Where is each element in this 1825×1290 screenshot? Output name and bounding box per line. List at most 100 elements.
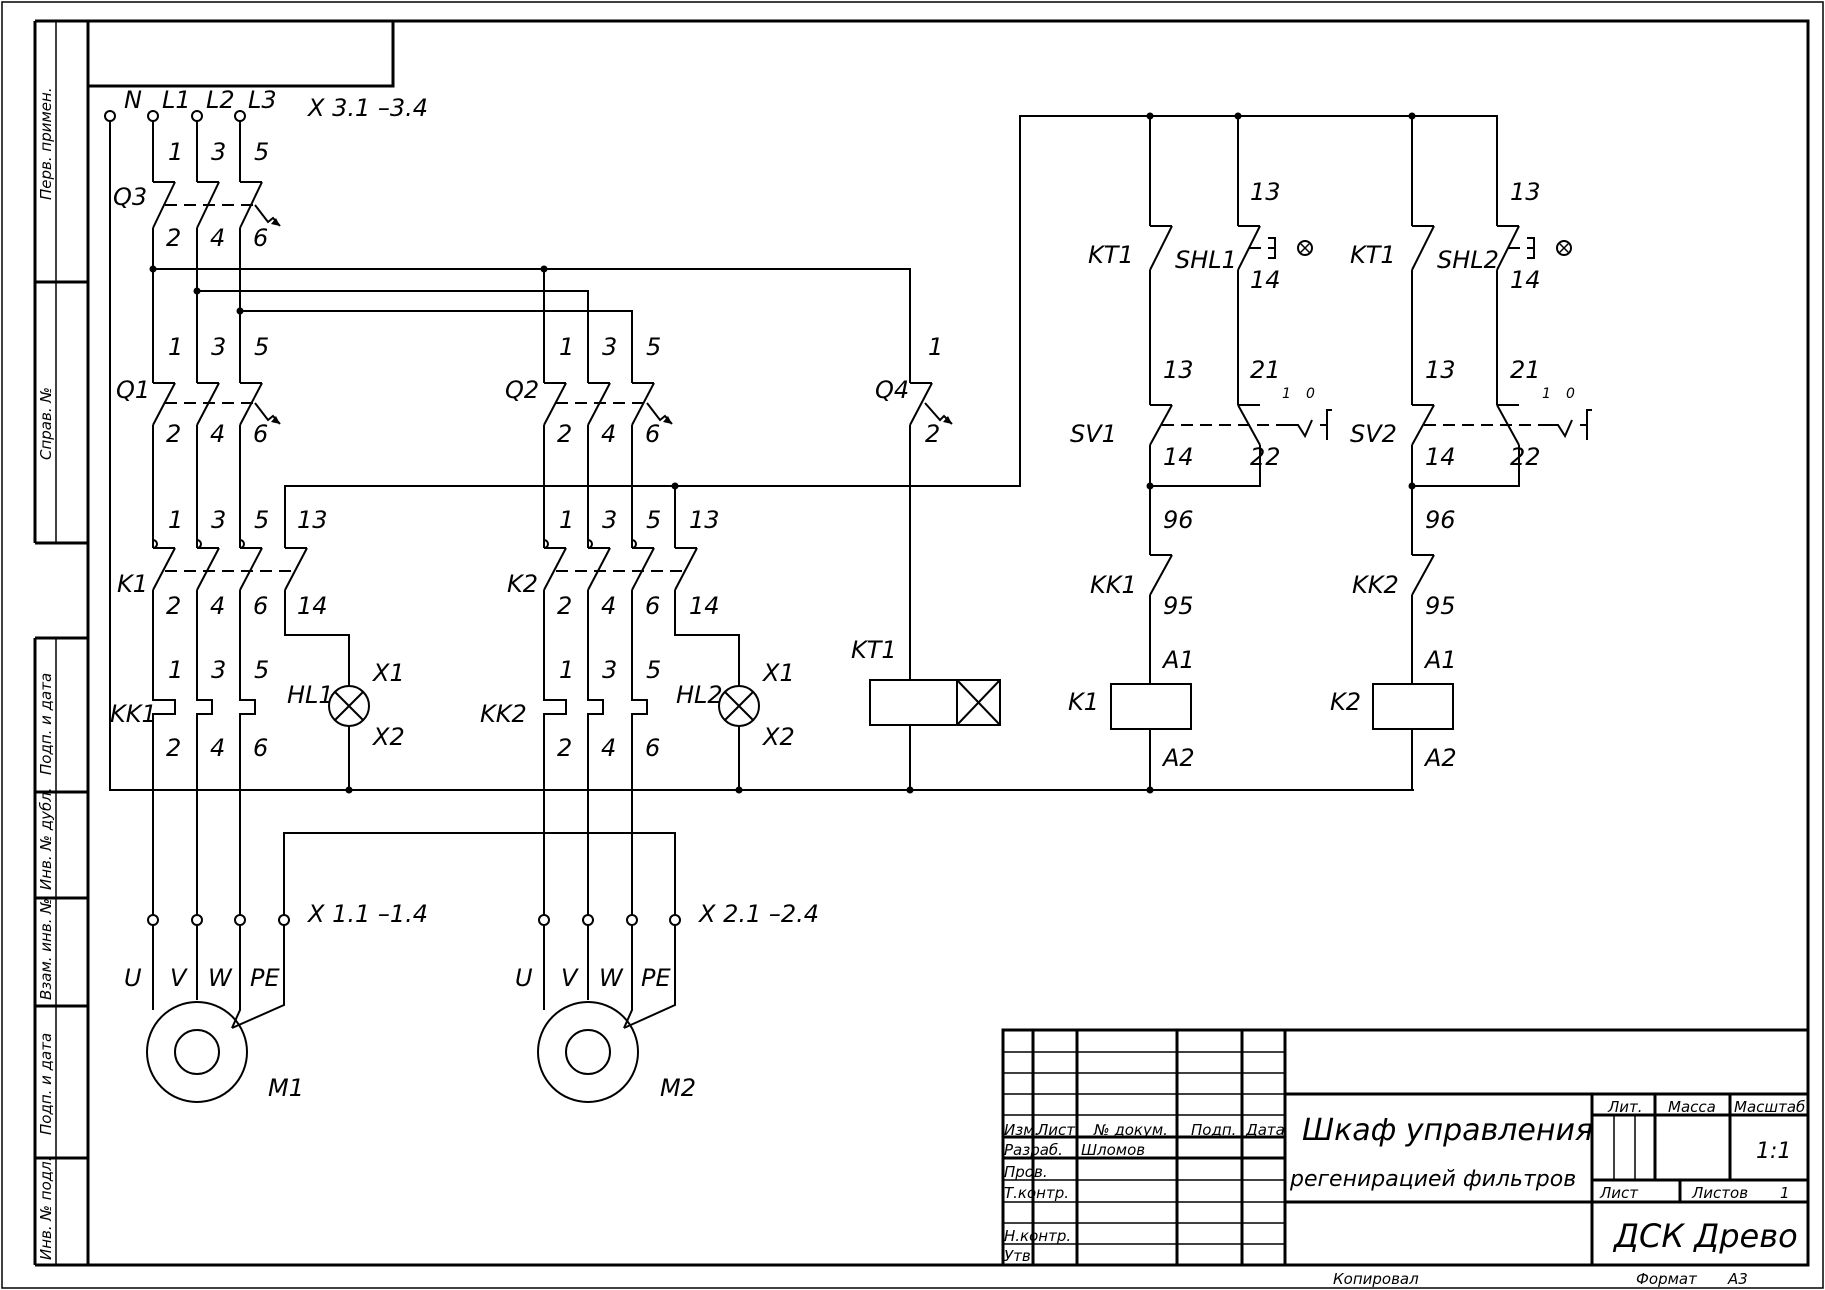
wire-segment	[1149, 404, 1173, 446]
junction-dot	[345, 786, 353, 794]
wire-segment	[240, 310, 633, 383]
stamp-sprav: Справ. №	[37, 387, 55, 460]
tb-tkontr: Т.контр.	[1004, 1184, 1069, 1202]
label-text: 4	[210, 224, 225, 252]
label-text: 6	[253, 420, 268, 448]
label-text: 1	[559, 506, 574, 534]
label-text: K1	[1068, 688, 1099, 716]
wire-segment	[196, 695, 213, 718]
label-text: V	[170, 964, 188, 992]
label-text: 3	[602, 506, 617, 534]
wire-segment	[587, 695, 604, 718]
label-text: 3	[211, 333, 226, 361]
label-text: 3	[211, 138, 226, 166]
label-text: X 1.1 –1.4	[306, 900, 428, 928]
label-text: U	[515, 964, 533, 992]
terminal-l1	[147, 110, 159, 122]
wire-segment	[152, 547, 176, 591]
label-x3: X 3.1 –3.4	[306, 94, 428, 122]
stamp-podp-data-1: Подп. и дата	[37, 673, 55, 775]
junction-dot	[1146, 112, 1154, 120]
label-text: 6	[253, 224, 268, 252]
tb-scale-label: Масштаб	[1734, 1098, 1805, 1116]
neutral-bus	[109, 121, 1414, 791]
label-text: X1	[371, 659, 405, 687]
tb-sign: Подп.	[1191, 1121, 1236, 1139]
label-text: 14	[297, 592, 328, 620]
terminal-point	[147, 914, 159, 926]
thermal-relay-kk2: KK2 1 3 5 2 4 6	[480, 656, 661, 920]
wire-segment	[271, 218, 280, 226]
label-text: A2	[1423, 744, 1457, 772]
wire-segment	[152, 382, 176, 426]
label-text: 6	[645, 734, 660, 762]
junction-dot	[193, 287, 201, 295]
indicator-lamp-icon	[1297, 240, 1313, 256]
wire-segment	[674, 547, 698, 591]
label-text: 13	[1163, 356, 1194, 384]
tb-sheets: Листов	[1691, 1184, 1748, 1202]
label-text: 4	[601, 592, 616, 620]
tb-list: Лист	[1036, 1121, 1076, 1139]
label-text: 96	[1425, 506, 1456, 534]
label-text: HL2	[676, 681, 723, 709]
wire-segment	[1268, 237, 1276, 259]
breaker-q2: Q2 1 3 5 2 4 6	[505, 333, 673, 448]
wire-segment	[1110, 683, 1192, 730]
label-text: 22	[1510, 443, 1541, 471]
stamp-perv-primen: Перв. примен.	[37, 87, 55, 200]
wire-segment	[909, 382, 933, 426]
label-text: KK1	[1090, 571, 1137, 599]
terminal-point	[234, 914, 246, 926]
label-text: 6	[253, 592, 268, 620]
wire-segment	[623, 925, 633, 1029]
wire-segment	[543, 547, 567, 591]
wire-segment	[1372, 683, 1454, 730]
label-text: HL1	[287, 681, 334, 709]
tb-date: Дата	[1245, 1121, 1285, 1139]
label-text: 95	[1425, 592, 1456, 620]
junction-dot	[1234, 112, 1242, 120]
label-text: 5	[254, 333, 269, 361]
breaker-q1: Q1 1 3 5 2 4 6	[116, 333, 281, 448]
label-text: 14	[1425, 443, 1456, 471]
wire-segment	[284, 547, 308, 591]
label-text: KK1	[110, 700, 157, 728]
tb-scale: 1:1	[1756, 1139, 1791, 1164]
wire-segment	[1545, 419, 1573, 439]
tb-prov: Пров.	[1004, 1163, 1048, 1181]
wire-segment	[1150, 445, 1261, 487]
wire-segment	[1149, 554, 1173, 596]
wire-segment	[1580, 409, 1592, 426]
wire-segment	[543, 695, 567, 718]
junction-dot	[149, 265, 157, 273]
wire-segment	[1149, 225, 1173, 271]
label-text: 14	[1250, 266, 1281, 294]
supply-input: N L1 L2 L3 X 3.1 –3.4	[104, 86, 1414, 791]
label-l1: L1	[162, 86, 191, 114]
motor-m1-icon	[146, 1001, 248, 1103]
side-stamp-column: Перв. примен. Справ. № Подп. и дата Инв.…	[33, 19, 88, 1267]
wire-segment	[231, 925, 241, 1029]
label-text: X 2.1 –2.4	[697, 900, 819, 928]
wire-segment	[943, 416, 952, 424]
distribution-buses	[149, 265, 911, 383]
tb-mass: Масса	[1668, 1098, 1716, 1116]
label-text: 96	[1163, 506, 1194, 534]
control-branch-1: KT1 SHL1 13 14 SV1 13 21 1 0 14 22	[1068, 178, 1332, 794]
label-text: 4	[210, 420, 225, 448]
label-text: 6	[645, 592, 660, 620]
wire-segment	[631, 695, 648, 718]
tb-sheets-count: 1	[1780, 1184, 1790, 1202]
label-text: 3	[211, 656, 226, 684]
label-text: SV1	[1070, 420, 1117, 448]
bus-to-q4	[153, 268, 911, 383]
junction-dot	[236, 307, 244, 315]
wire-segment	[565, 1029, 611, 1075]
control-feed	[284, 112, 1498, 548]
wire-segment	[724, 691, 754, 721]
timer-kt1-coil: KT1	[851, 636, 1001, 794]
label-text: 5	[254, 506, 269, 534]
tb-title-line1: Шкаф управления	[1302, 1113, 1593, 1148]
